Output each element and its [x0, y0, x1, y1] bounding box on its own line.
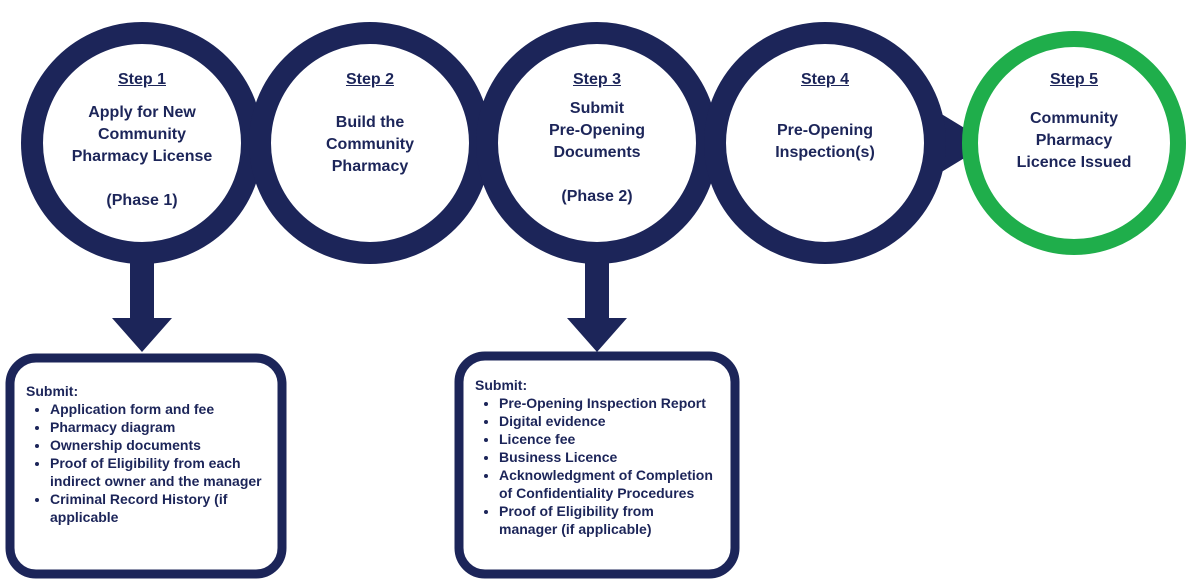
step-1-title: Apply for New Community Pharmacy License — [57, 102, 227, 168]
step-2-title-line: Pharmacy — [331, 158, 409, 175]
step-2-label: Step 2 — [345, 71, 394, 88]
submit-box-2-list: Pre-Opening Inspection Report Digital ev… — [475, 394, 727, 538]
submit-box-1-title: Submit: — [26, 383, 79, 399]
step-1-label: Step 1 — [117, 71, 166, 88]
step-5-circle — [962, 31, 1186, 255]
step-3-label: Step 3 — [572, 71, 621, 88]
down-arrow-step-3 — [567, 256, 627, 352]
submit-item: Proof of Eligibility from manager (if ap… — [499, 502, 727, 538]
submit-item: Application form and fee — [50, 400, 274, 418]
step-1-phase: (Phase 1) — [106, 192, 178, 209]
step-3-phase: (Phase 2) — [561, 188, 633, 205]
submit-item: Criminal Record History (if applicable — [50, 490, 274, 526]
step-3-title-line: Documents — [553, 144, 641, 161]
submit-box-2-title: Submit: — [475, 377, 528, 393]
step-2-title-line: Build the — [335, 114, 405, 131]
submit-item: Pharmacy diagram — [50, 418, 274, 436]
step-5-text: Step 5 Community Pharmacy Licence Issued — [989, 70, 1159, 174]
submit-box-2-frame — [454, 351, 740, 579]
submit-box-1-list: Application form and fee Pharmacy diagra… — [26, 400, 274, 526]
submit-item: Proof of Eligibility from each indirect … — [50, 454, 274, 490]
step-4-text: Step 4 Pre-Opening Inspection(s) — [740, 70, 910, 164]
submit-item: Ownership documents — [50, 436, 274, 454]
step-1-title-line: Pharmacy License — [71, 148, 213, 165]
submit-item: Pre-Opening Inspection Report — [499, 394, 727, 412]
step-1-title-line: Community — [98, 126, 186, 143]
step-3-text: Step 3 Submit Pre-Opening Documents (Pha… — [512, 70, 682, 208]
step-3-title-line: Pre-Opening — [548, 122, 645, 139]
step-5-title-line: Licence Issued — [1016, 154, 1132, 171]
step-1-title-line: Apply for New — [88, 104, 196, 121]
submit-item: Digital evidence — [499, 412, 727, 430]
submit-box-2: Submit: Pre-Opening Inspection Report Di… — [475, 376, 727, 538]
step-5-label: Step 5 — [1049, 71, 1098, 88]
submit-box-1: Submit: Application form and fee Pharmac… — [26, 382, 274, 526]
step-2-title: Build the Community Pharmacy — [285, 112, 455, 178]
step-5-title: Community Pharmacy Licence Issued — [989, 108, 1159, 174]
step-5-title-line: Pharmacy — [1035, 132, 1113, 149]
step-4-title: Pre-Opening Inspection(s) — [740, 120, 910, 164]
down-arrow-step-1 — [112, 256, 172, 352]
submit-item: Acknowledgment of Completion of Confiden… — [499, 466, 727, 502]
step-4-label: Step 4 — [800, 71, 849, 88]
step-4-title-line: Pre-Opening — [776, 122, 873, 139]
submit-box-1-frame — [5, 353, 287, 579]
step-5-title-line: Community — [1030, 110, 1118, 127]
step-2-text: Step 2 Build the Community Pharmacy — [285, 70, 455, 178]
step-4-title-line: Inspection(s) — [775, 144, 875, 161]
step-3-title: Submit Pre-Opening Documents — [512, 98, 682, 164]
step-2-title-line: Community — [326, 136, 414, 153]
step-4-circle — [704, 22, 946, 264]
submit-item: Licence fee — [499, 430, 727, 448]
submit-item: Business Licence — [499, 448, 727, 466]
step-3-title-line: Submit — [569, 100, 625, 117]
step-1-text: Step 1 Apply for New Community Pharmacy … — [57, 70, 227, 212]
